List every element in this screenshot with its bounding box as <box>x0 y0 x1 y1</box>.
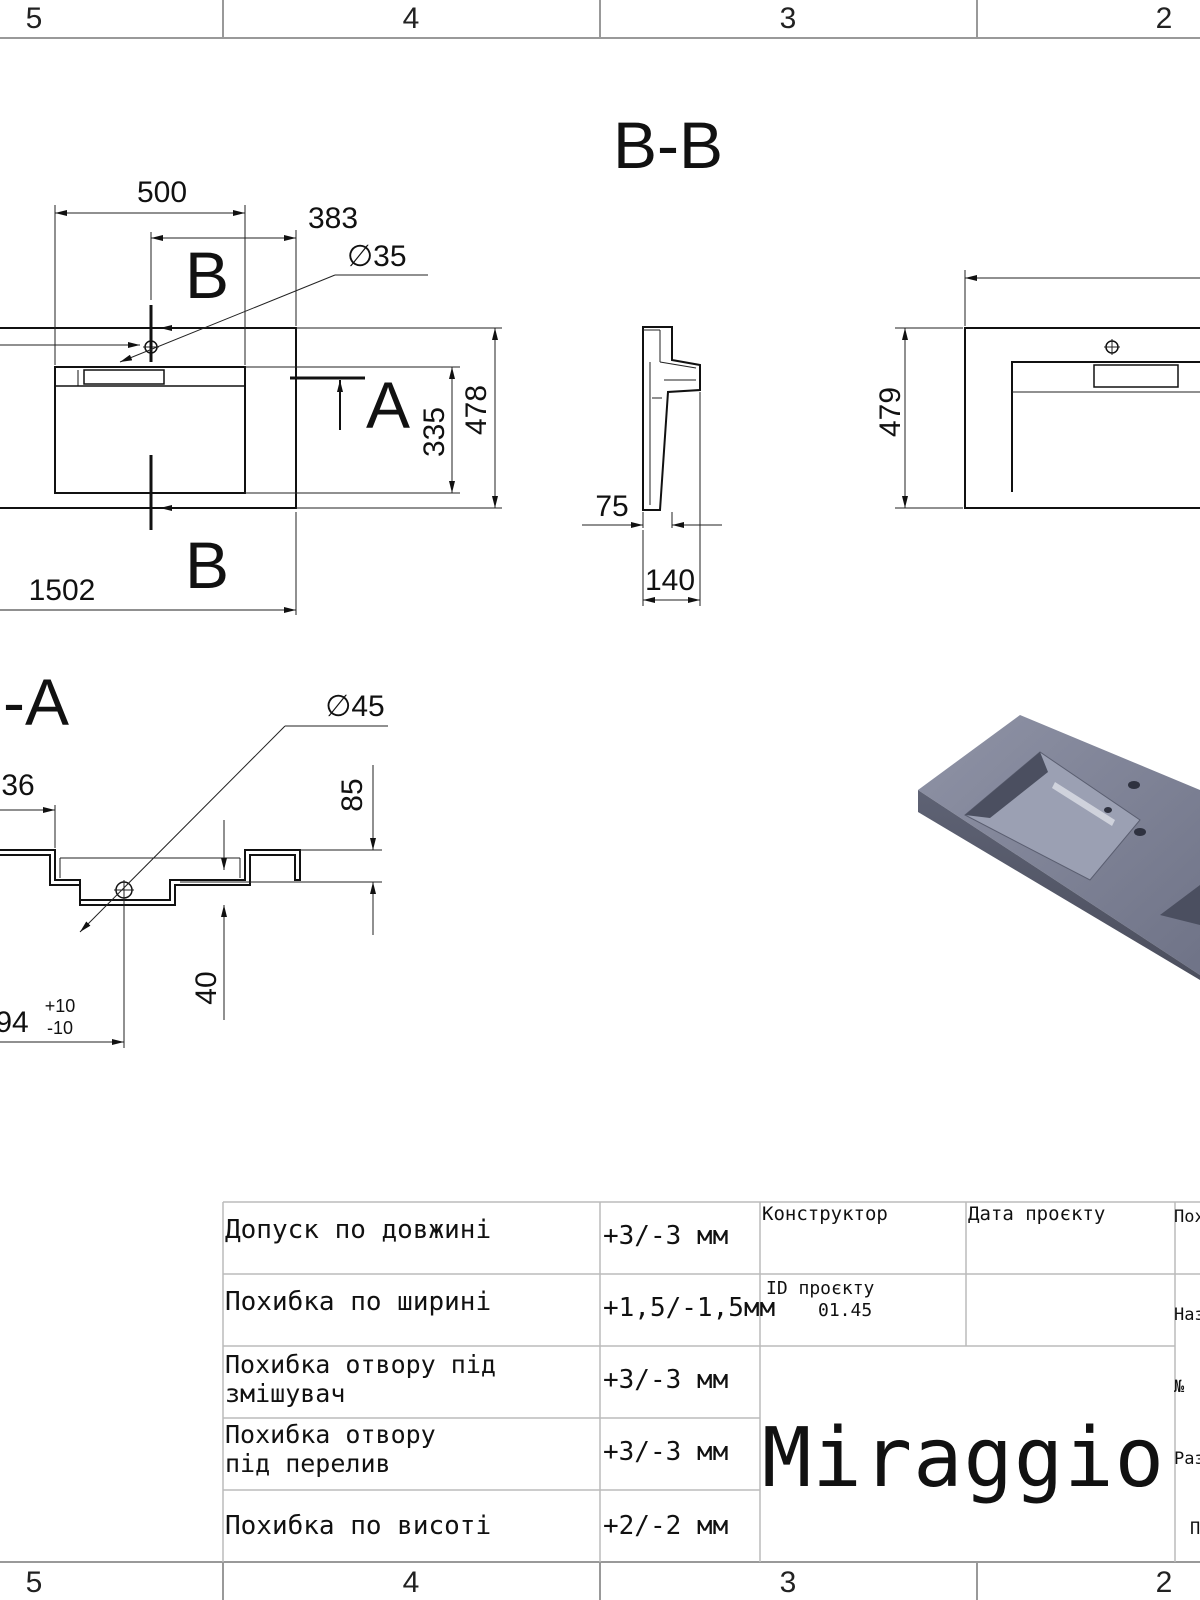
tolerance-value-height: +2/-2 мм <box>603 1511 728 1541</box>
side-section-view <box>582 326 722 606</box>
project-id-value: 01.45 <box>818 1300 872 1321</box>
title-block-grid <box>222 1201 1200 1562</box>
dim-85: 85 <box>336 778 369 811</box>
dim-335: 335 <box>418 407 451 457</box>
dim-75: 75 <box>595 490 628 523</box>
zone-bottom-4: 4 <box>403 1566 420 1599</box>
tolerance-value-width: +1,5/-1,5мм <box>603 1293 775 1323</box>
frame-top-zone-bar <box>0 0 1200 39</box>
title-block-cut-label-4: Раз <box>1174 1449 1200 1469</box>
cut-label-a: A <box>366 368 410 442</box>
zone-top-3: 3 <box>780 2 797 35</box>
sink-3d-render <box>918 715 1200 980</box>
brand-logo-text: Miraggio <box>762 1411 1165 1506</box>
title-block-cut-label-5: П <box>1190 1519 1200 1539</box>
cut-label-b-top: B <box>185 238 229 312</box>
title-block-cut-label-2: Наз <box>1174 1305 1200 1325</box>
dim-36: 36 <box>1 769 34 802</box>
dim-479: 479 <box>874 387 907 437</box>
tolerance-label-height: Похибка по висоті <box>225 1511 491 1541</box>
section-bb-title: B-B <box>613 108 723 182</box>
tolerance-label-mixer-hole-wrap: Похибка отвору під змішувач <box>225 1350 496 1408</box>
zone-bottom-2: 2 <box>1156 1566 1173 1599</box>
dim-478: 478 <box>460 385 493 435</box>
title-block-cut-label-3: № <box>1174 1377 1185 1397</box>
tolerance-label-overflow-hole-wrap: Похибка отвору під перелив <box>225 1420 436 1478</box>
front-view <box>895 270 1200 509</box>
tolerance-label-width: Похибка по ширині <box>225 1287 491 1317</box>
title-block-cut-label-1: Пох <box>1174 1207 1200 1227</box>
tolerance-value-length: +3/-3 мм <box>603 1221 728 1251</box>
section-aa-title: -A <box>3 665 69 739</box>
dim-383: 383 <box>308 202 358 235</box>
dim-94: 94 <box>0 1006 29 1039</box>
tolerance-label-overflow-hole: Похибка отвору під перелив <box>225 1420 436 1478</box>
tolerance-value-overflow-hole: +3/-3 мм <box>603 1437 728 1467</box>
dim-40: 40 <box>190 971 223 1004</box>
dim-hole-35: ∅35 <box>347 240 407 273</box>
zone-bottom-5: 5 <box>26 1566 43 1599</box>
constructor-label: Конструктор <box>762 1203 888 1225</box>
project-id-label: ID проєкту <box>766 1278 875 1299</box>
dim-94-tol-plus: +10 <box>45 996 76 1016</box>
dim-500: 500 <box>137 176 187 209</box>
project-date-label: Дата проєкту <box>968 1203 1105 1225</box>
section-aa-view <box>0 725 388 1048</box>
tolerance-label-mixer-hole: Похибка отвору під змішувач <box>225 1350 496 1408</box>
tolerance-label-length: Допуск по довжині <box>225 1215 491 1245</box>
zone-top-4: 4 <box>403 2 420 35</box>
dim-1502: 1502 <box>29 574 96 607</box>
zone-top-5: 5 <box>26 2 43 35</box>
frame-bottom-zone-bar <box>0 1561 1200 1600</box>
dim-140: 140 <box>645 564 695 597</box>
zone-bottom-3: 3 <box>780 1566 797 1599</box>
zone-top-2: 2 <box>1156 2 1173 35</box>
dim-overflow-45: ∅45 <box>325 690 385 723</box>
tolerance-value-mixer-hole: +3/-3 мм <box>603 1365 728 1395</box>
top-view <box>0 205 502 615</box>
dim-94-tol-minus: -10 <box>47 1018 73 1038</box>
cut-label-b-bottom: B <box>185 528 229 602</box>
